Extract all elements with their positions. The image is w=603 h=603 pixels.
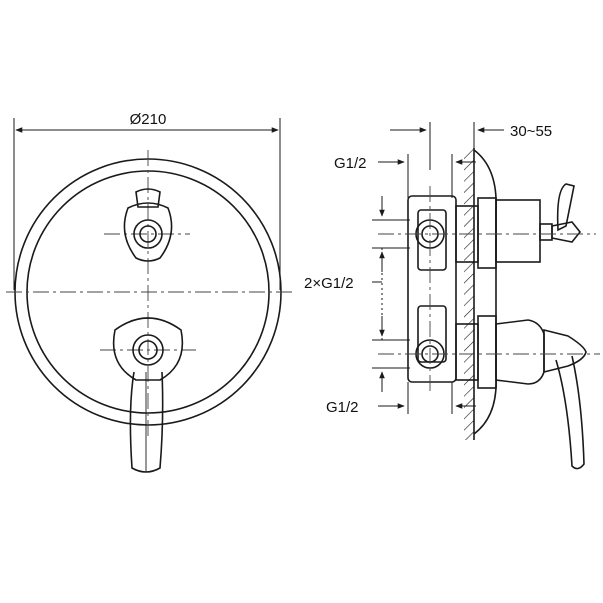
- lever-side: [455, 315, 587, 470]
- diameter-dimension: [13, 118, 281, 290]
- side-center-lines: [378, 186, 600, 392]
- depth-label: 30~55: [510, 123, 552, 140]
- depth-dimension: [390, 122, 504, 170]
- outlet-bottom-label: G1/2: [326, 399, 359, 416]
- escutcheon-profile: [473, 149, 497, 435]
- side-view: [372, 122, 600, 470]
- temperature-lever: [112, 317, 184, 473]
- inlets-dimension: [372, 196, 410, 392]
- center-lines: [6, 150, 292, 440]
- front-view: [6, 118, 292, 473]
- diverter-side: [455, 183, 582, 269]
- outlet-bottom-dimension: [378, 382, 476, 414]
- diameter-label: Ø210: [130, 111, 167, 128]
- valve-body: [407, 195, 457, 383]
- outlet-top-label: G1/2: [334, 155, 367, 172]
- outlet-top-dimension: [378, 154, 476, 198]
- diverter-knob: [123, 188, 173, 262]
- inlets-label: 2×G1/2: [304, 275, 354, 292]
- wall-hatch: [464, 148, 474, 440]
